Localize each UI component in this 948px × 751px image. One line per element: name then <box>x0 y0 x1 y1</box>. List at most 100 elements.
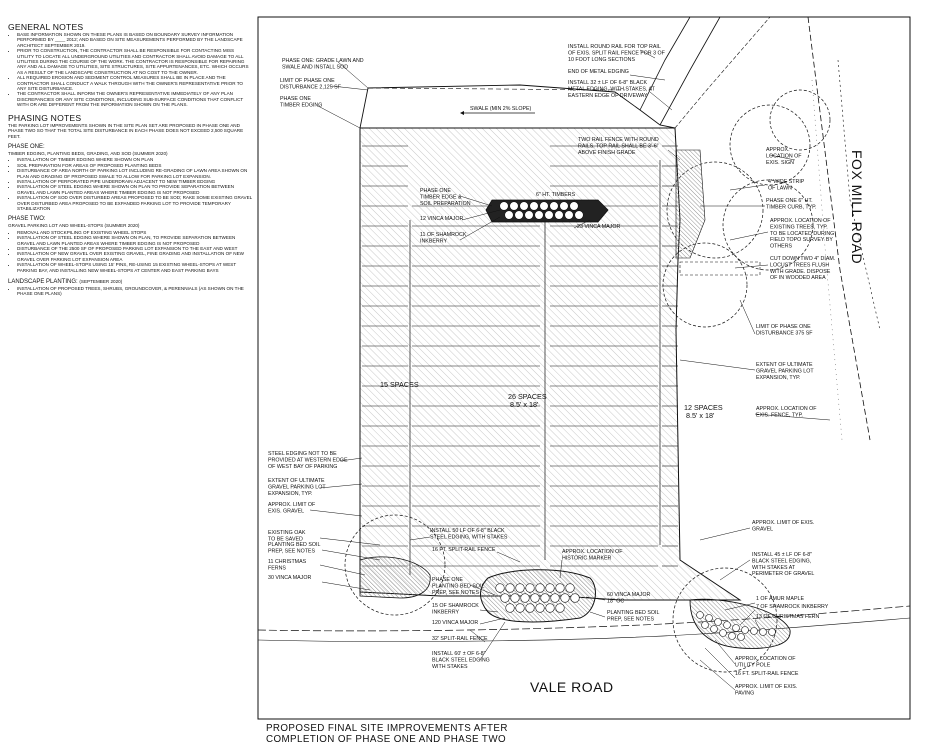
driveway-lines <box>639 16 771 129</box>
leader-line <box>496 551 521 563</box>
callout-line: 18" OC <box>607 598 624 604</box>
callout-steel-45: INSTALL 45 ± LF OF 6-8"BLACK STEEL EDGIN… <box>752 552 814 577</box>
leader-line <box>573 219 591 229</box>
list-item: INSTALLATION OF STEEL EDGING WHERE SHOWN… <box>17 235 252 246</box>
landscape-planting-heading: LANDSCAPE PLANTING: (SEPTEMBER 2020) <box>8 278 252 286</box>
shrub-symbol <box>549 201 559 211</box>
leader-line <box>459 195 493 207</box>
callout-line: PLANTING BED SOIL <box>607 610 659 616</box>
existing-oak-tree <box>344 514 446 616</box>
list-item: INSTALLATION OF PERFORATED PIPE UNDERDRA… <box>17 179 252 184</box>
leader-line <box>319 537 381 546</box>
callout-split-rail-32: 32' SPLIT-RAIL FENCE <box>432 636 488 642</box>
callout-line: FIELD TOPO SURVEY BY <box>770 237 833 243</box>
callout-line: APPROX. LOCATION OF <box>770 218 831 224</box>
shrub-symbol <box>555 603 565 613</box>
callout-line: WITH GRADE. DISPOSE <box>770 269 831 275</box>
leader-line <box>321 549 381 561</box>
list-item: BASE INFORMATION SHOWN ON THESE PLANS IS… <box>17 32 252 48</box>
leader-line <box>649 91 673 111</box>
list-item: INSTALLATION OF WHEEL-STOPS USING 15' PI… <box>17 262 252 273</box>
shrub-symbol <box>539 201 549 211</box>
leader-line <box>734 264 769 269</box>
callout-line: 12 VINCA MAJOR <box>420 216 463 222</box>
callout-line: PERIMETER OF GRAVEL <box>752 571 814 577</box>
callout-line: BLACK STEEL EDGING, <box>752 558 811 564</box>
shrub-symbol <box>564 210 574 220</box>
callout-line: PAVING <box>735 690 754 696</box>
shrub-symbol <box>741 626 749 634</box>
leader-line <box>754 619 761 631</box>
callout-line: PHASE ONE: GRADE LAWN AND <box>282 58 364 64</box>
leader-line <box>754 413 831 421</box>
callout-line: APPROX. <box>766 147 790 153</box>
shrub-symbol <box>569 201 579 211</box>
shrub-symbol <box>574 210 584 220</box>
phase-two-list: REMOVAL AND STOCKPILING OF EXISTING WHEE… <box>8 230 252 273</box>
leader-line <box>729 184 766 191</box>
east-bay-count: 12 SPACES <box>684 403 723 412</box>
callout-line: EASTERN EDGE OF DRIVEWAY <box>568 93 648 99</box>
callout-line: 11 CHRISTMAS <box>268 559 307 565</box>
notes-panel: GENERAL NOTES BASE INFORMATION SHOWN ON … <box>8 22 252 302</box>
shrub-symbol <box>714 618 722 626</box>
list-item: INSTALLATION OF PROPOSED TREES, SHRUBS, … <box>17 286 252 297</box>
callout-line: 13 OF CHRISTMAS FERN <box>756 614 819 620</box>
existing-tree <box>662 242 748 328</box>
list-item: INSTALLATION OF SOD OVER DISTURBED AREAS… <box>17 195 252 211</box>
shrub-symbol <box>545 603 555 613</box>
north-bed-shrubs <box>499 201 584 220</box>
callout-line: 7 OF SHAMROCK INKBERRY <box>756 604 829 610</box>
callout-line: INSTALL ROUND RAIL FOR TOP RAIL <box>568 44 661 50</box>
leader-line <box>559 559 563 579</box>
shrub-symbol <box>710 625 718 633</box>
shrub-symbol <box>554 210 564 220</box>
shrub-symbol <box>499 201 509 211</box>
callout-line: APPROX. LIMIT OF <box>268 502 316 508</box>
callout-line: INSTALL 45 ± LF OF 6-8" <box>752 552 812 558</box>
list-item: THE CONTRACTOR SHALL INFORM THE OWNER'S … <box>17 91 252 107</box>
callout-timbers-6: 6" HT. TIMBERS <box>536 192 576 198</box>
fox-mill-road-label: FOX MILL ROAD <box>849 150 865 264</box>
callout-line: SOIL PREPARATION <box>420 201 471 207</box>
list-item: SOIL PREPARATION FOR AREAS OF PROPOSED P… <box>17 163 252 168</box>
callout-line: INSTALL 32 ± LF OF 6-8" BLACK <box>568 80 647 86</box>
leader-line <box>321 581 371 591</box>
shrub-symbol <box>510 593 520 603</box>
callout-line: APPROX. LOCATION OF <box>756 406 817 412</box>
shrub-symbol <box>705 614 713 622</box>
leader-line <box>769 154 796 161</box>
callout-line: OTHERS <box>770 244 793 250</box>
shrub-symbol <box>768 628 776 636</box>
leader-line <box>409 536 431 541</box>
callout-line: INKBERRY <box>432 609 459 615</box>
center-bay-count: 26 SPACES <box>508 392 547 401</box>
leader-line <box>639 49 656 59</box>
limit-of-disturbance-line <box>367 87 626 91</box>
callout-line: 16 FT. SPLIT-RAIL FENCE <box>432 547 496 553</box>
callout-line: 10 FOOT LONG SECTIONS <box>568 57 635 63</box>
callout-line: APPROX. LIMIT OF EXIS. <box>752 520 814 526</box>
shrub-symbol <box>723 621 731 629</box>
vale-road-label: VALE ROAD <box>530 679 614 695</box>
leader-line <box>629 74 666 81</box>
general-notes-list: BASE INFORMATION SHOWN ON THESE PLANS IS… <box>8 32 252 108</box>
leader-line <box>575 199 581 206</box>
callout-split-rail-16b: 16 FT. SPLIT-RAIL FENCE <box>735 671 799 677</box>
callout-line: TIMBER EDGING <box>280 102 322 108</box>
callout-line: GRAVEL PARKING LOT <box>268 484 326 490</box>
callout-line: PLANTING BED SOIL <box>268 542 320 548</box>
callout-line: EXPANSION, TYP. <box>756 375 800 381</box>
leader-line <box>739 609 756 626</box>
shrub-symbol <box>737 633 745 641</box>
callout-line: INSTALL 60' ± OF 6-8" <box>432 651 486 657</box>
